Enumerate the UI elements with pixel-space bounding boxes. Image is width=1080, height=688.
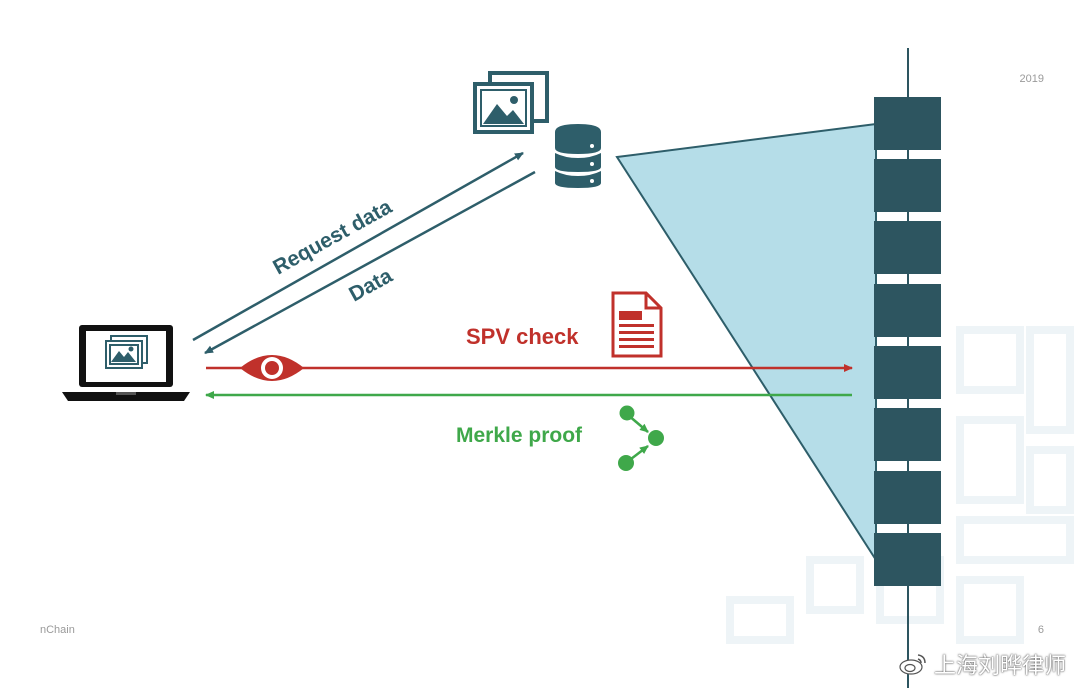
blockchain-icon [874,97,941,586]
data-label: Data [345,264,396,306]
spv-label: SPV check [466,324,579,349]
merkle-label: Merkle proof [456,424,583,447]
block [874,533,941,586]
image-gallery-icon [473,71,549,134]
block [874,97,941,150]
document-icon [611,291,663,358]
eye-icon [240,355,304,381]
image-icon [105,335,148,369]
database-icon [555,124,601,188]
block [874,284,941,337]
laptop-icon [62,325,190,401]
year-label: 2019 [1019,73,1044,85]
weibo-icon [899,654,926,675]
watermark-text: 上海刘晔律师 [933,654,1066,679]
brand-label: nChain [40,624,75,636]
block [874,159,941,212]
data-arrow [204,170,536,355]
merkle-graph-icon [618,405,664,471]
block [874,346,941,399]
page-number: 6 [1037,624,1044,636]
watermark: 上海刘晔律师 [898,648,1066,680]
background-pattern [726,326,1074,644]
merkle-triangle [615,122,877,564]
block [874,471,941,524]
request-label: Request data [269,195,396,279]
block [874,221,941,274]
request-arrow [192,151,524,342]
block [874,408,941,461]
